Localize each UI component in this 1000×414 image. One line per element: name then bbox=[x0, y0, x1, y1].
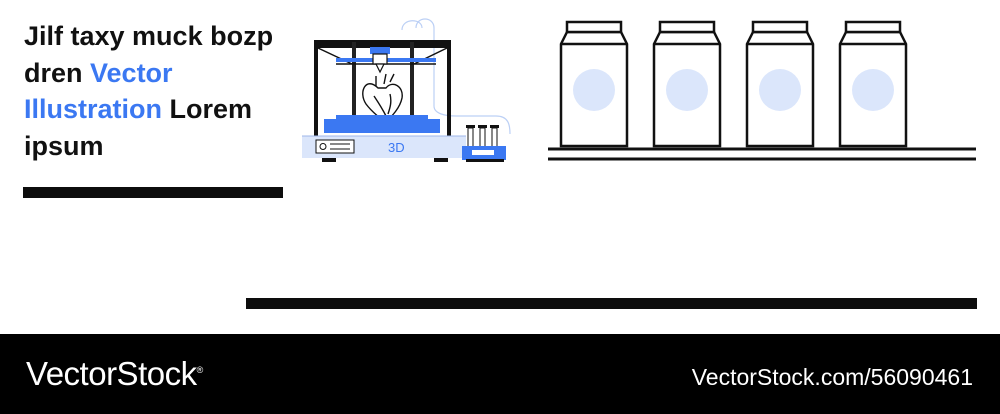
print-bed bbox=[324, 119, 440, 133]
test-tube bbox=[467, 127, 474, 149]
headline-accent: Vector Illustration bbox=[24, 57, 173, 125]
decorative-bar-left bbox=[23, 187, 283, 198]
print-head bbox=[370, 47, 390, 54]
printer-cable bbox=[415, 18, 511, 135]
container-shelf-illustration bbox=[548, 20, 976, 161]
image-reference: VectorStock.com/56090461 bbox=[691, 364, 973, 390]
container-label-circle bbox=[852, 69, 894, 111]
container-label-circle bbox=[759, 69, 801, 111]
footer-bar bbox=[0, 334, 1000, 414]
printer-control-panel bbox=[315, 139, 355, 154]
test-tube bbox=[479, 127, 486, 149]
container-4 bbox=[838, 20, 908, 148]
brand-name: VectorStock bbox=[26, 355, 197, 392]
test-tube bbox=[491, 127, 498, 149]
printer-label: 3D bbox=[388, 140, 405, 155]
headline: Jilf taxy muck bozp dren Vector Illustra… bbox=[24, 18, 294, 164]
printer-frame-left bbox=[314, 40, 318, 138]
bioprinter-illustration: 3D bbox=[302, 18, 511, 162]
container-2 bbox=[652, 20, 722, 148]
printer-rail-left bbox=[352, 42, 356, 118]
containers-group bbox=[559, 20, 908, 148]
container-1 bbox=[559, 20, 629, 148]
headline-text: Jilf taxy muck bozp dren bbox=[24, 21, 274, 88]
printer-cable bbox=[401, 20, 423, 31]
printer-frame-right bbox=[447, 40, 451, 138]
anatomical-heart-icon bbox=[362, 73, 403, 123]
vectorstock-logo: VectorStock® bbox=[26, 355, 203, 393]
printer-rail-right bbox=[410, 42, 414, 118]
brand-mark: ® bbox=[196, 365, 204, 375]
container-label-circle bbox=[666, 69, 708, 111]
decorative-bar-bottom bbox=[246, 298, 977, 309]
container-3 bbox=[745, 20, 815, 148]
container-label-circle bbox=[573, 69, 615, 111]
headline-text-end: Lorem ipsum bbox=[24, 94, 253, 161]
printer-frame-top bbox=[314, 40, 451, 48]
